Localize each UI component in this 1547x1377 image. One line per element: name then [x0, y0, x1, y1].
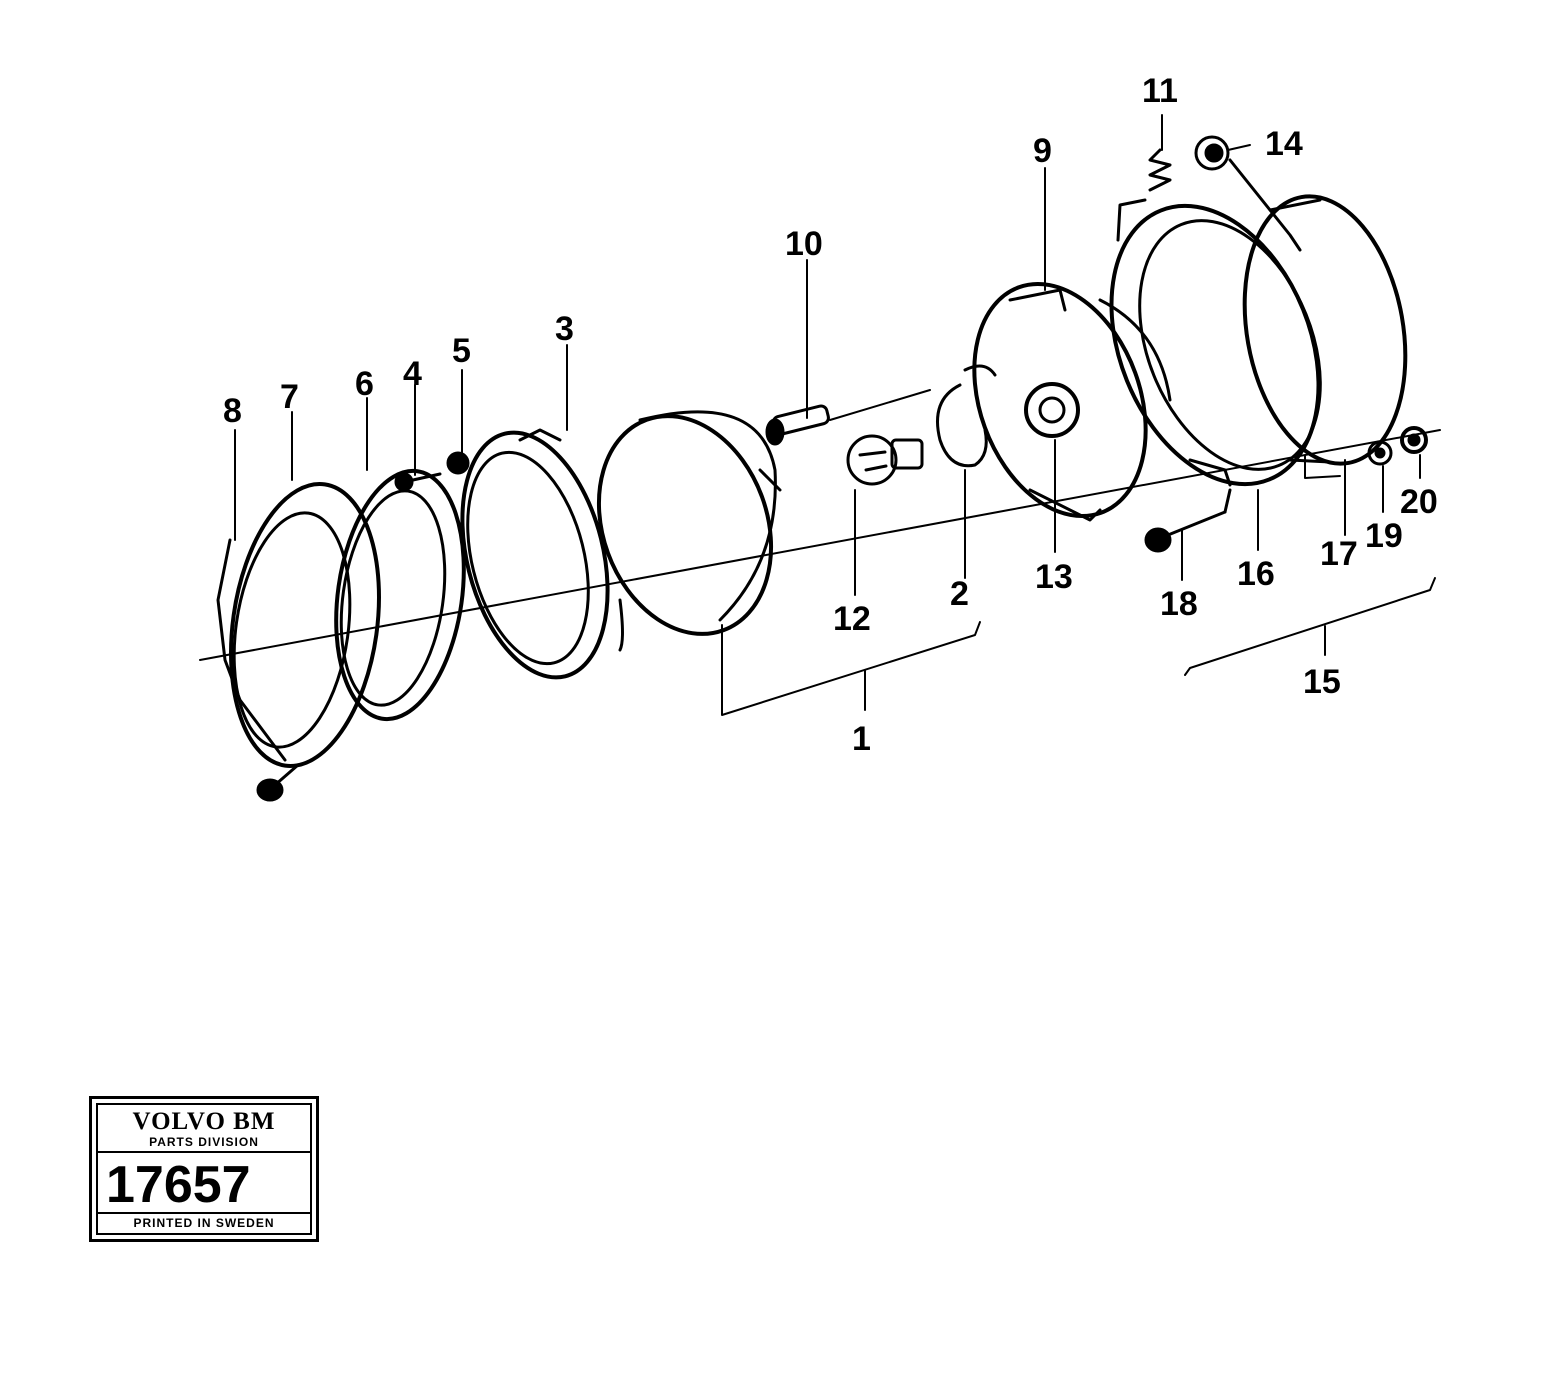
part-17-rear-shell: [1242, 194, 1408, 466]
part-4-screw: [394, 472, 442, 492]
part-7-trim-ring: [229, 482, 381, 768]
bracket-1: [721, 621, 981, 716]
callout-17: 17: [1320, 535, 1358, 573]
stamp-number: 17657: [106, 1156, 251, 1214]
callout-16: 16: [1237, 555, 1275, 593]
part-14-nut: [1194, 135, 1251, 171]
callout-9: 9: [1033, 132, 1052, 170]
part-6-rim: [334, 468, 466, 722]
callout-2: 2: [950, 575, 969, 613]
callout-13: 13: [1035, 558, 1073, 596]
callout-15: 15: [1303, 663, 1341, 701]
callout-18: 18: [1160, 585, 1198, 623]
part-16-back-housing: [1109, 158, 1322, 487]
callout-6: 6: [355, 365, 374, 403]
callout-4: 4: [403, 355, 422, 393]
callout-8: 8: [223, 392, 242, 430]
part-5-nut: [446, 451, 470, 475]
stamp-footer: PRINTED IN SWEDEN: [98, 1212, 310, 1233]
callout-10: 10: [785, 225, 823, 263]
assembly-axis: [199, 429, 1441, 661]
stamp-brand: VOLVO BM: [132, 1108, 276, 1135]
part-8-screw: [216, 538, 300, 802]
part-18-screw: [1144, 488, 1232, 553]
callout-19: 19: [1365, 517, 1403, 555]
part-19-washer: [1367, 440, 1393, 466]
stamp-division: PARTS DIVISION: [98, 1135, 310, 1153]
volvo-bm-stamp: VOLVO BM PARTS DIVISION 17657 PRINTED IN…: [89, 1096, 319, 1242]
part-12-bulb: [846, 434, 924, 486]
part-2-spring-clip: [936, 364, 997, 468]
callout-12: 12: [833, 600, 871, 638]
callout-5: 5: [452, 332, 471, 370]
callout-labels: 1 2 3 4 5 6 7 8 9 10 11 12 13 14 15 16 1…: [223, 72, 1438, 758]
callout-1: 1: [852, 720, 871, 758]
part-11-spring: [1116, 114, 1172, 242]
callout-20: 20: [1400, 483, 1438, 521]
callout-14: 14: [1265, 125, 1303, 163]
leader-lines: [234, 167, 1421, 596]
part-1-lens-unit: [596, 410, 782, 652]
part-3-retaining-ring: [460, 428, 610, 680]
callout-7: 7: [280, 378, 299, 416]
part-10-adjusting-screw: [765, 389, 931, 446]
bracket-15: [1184, 577, 1436, 676]
part-13-socket: [1024, 382, 1080, 438]
callout-11: 11: [1142, 72, 1178, 110]
callout-3: 3: [555, 310, 574, 348]
part-20-nut: [1400, 426, 1428, 454]
